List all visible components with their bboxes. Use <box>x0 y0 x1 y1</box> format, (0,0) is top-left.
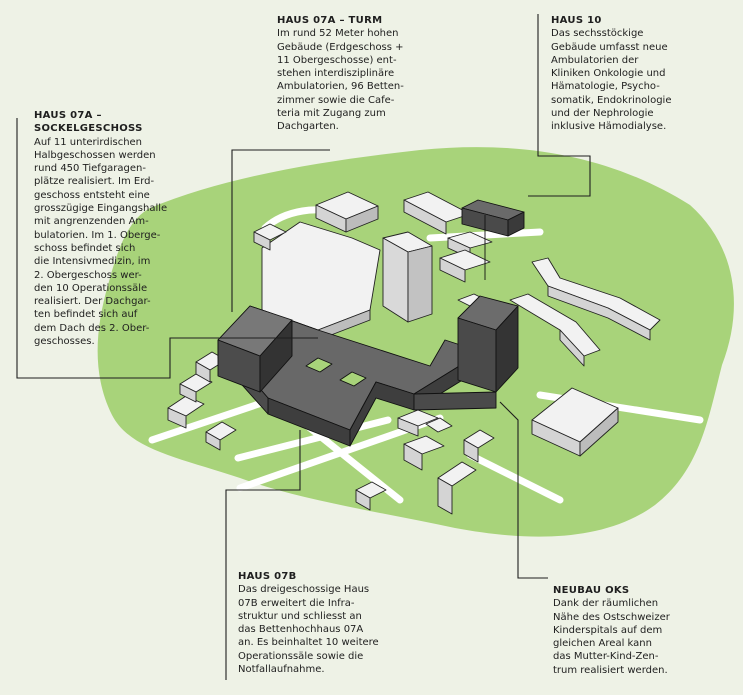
leader-sockel <box>16 118 318 379</box>
label-haus10-line: Das sechsstöckige <box>551 28 644 40</box>
label-haus07b-line: das Bettenhochhaus 07A <box>238 624 364 636</box>
label-haus10-line: und der Nephrologie <box>551 108 654 120</box>
leader-haus07b <box>225 430 301 680</box>
label-haus07b-line: Notfallaufnahme. <box>238 664 325 676</box>
label-haus-07a-sockel: HAUS 07A – SOCKELGESCHOSS Auf 11 unterir… <box>34 109 194 348</box>
label-sockel-line: den 10 Operationssäle <box>34 282 148 294</box>
label-oks-line: Kinderspitals auf dem <box>553 624 663 636</box>
label-sockel-line: 2. Obergeschoss wer- <box>34 269 142 281</box>
label-haus07b-line: Operationssäle sowie die <box>238 650 364 662</box>
new-buildings <box>217 199 525 447</box>
label-haus07b-line: Das dreigeschossige Haus <box>238 584 370 596</box>
label-sockel-line: ten befindet sich auf <box>34 309 138 321</box>
label-sockel-line: Auf 11 unterirdischen <box>34 136 143 148</box>
label-sockel-title: HAUS 07A – <box>34 110 102 121</box>
leader-turm <box>231 149 330 312</box>
label-sockel-line: mit angrenzenden Am- <box>34 216 149 228</box>
label-turm-line: stehen interdisziplinäre <box>277 68 395 80</box>
label-haus10-line: Ambulatorien der <box>551 54 639 66</box>
label-haus10-line: inklusive Hämodialyse. <box>551 121 667 133</box>
label-turm-line: Ambulatorien, 96 Betten- <box>277 81 404 93</box>
label-oks-line: gleichen Areal kann <box>553 638 652 650</box>
label-haus-07b: HAUS 07B Das dreigeschossige Haus 07B er… <box>238 570 438 676</box>
label-oks-line: trum realisiert werden. <box>553 664 668 676</box>
label-sockel-line: plätze realisiert. Im Erd- <box>34 176 155 188</box>
label-turm-line: teria mit Zugang zum <box>277 108 386 120</box>
leader-lines <box>16 14 591 680</box>
label-sockel-line: geschosses. <box>34 336 95 348</box>
label-haus07b-title: HAUS 07B <box>238 571 297 582</box>
label-haus07b-line: 07B erweitert die Infra- <box>238 597 355 609</box>
label-oks-line: Nähe des Ostschweizer <box>553 611 670 623</box>
label-neubau-oks: NEUBAU OKS Dank der räumlichen Nähe des … <box>553 584 738 677</box>
label-sockel-line: die Intensivmedizin, im <box>34 256 151 268</box>
label-sockel-line: rund 450 Tiefgaragen- <box>34 163 146 175</box>
label-sockel-line: Halbgeschossen werden <box>34 149 156 161</box>
label-turm-line: zimmer sowie die Cafe- <box>277 94 395 106</box>
label-oks-line: Dank der räumlichen <box>553 598 659 610</box>
label-sockel-line: grosszügige Eingangshalle <box>34 203 168 215</box>
label-turm-line: Dachgarten. <box>277 121 339 133</box>
label-haus-10: HAUS 10 Das sechsstöckige Gebäude umfass… <box>551 14 736 134</box>
leader-oks <box>499 401 548 579</box>
label-turm-line: 11 Obergeschosse) ent- <box>277 54 397 66</box>
label-sockel-line: dem Dach des 2. Ober- <box>34 322 150 334</box>
label-haus10-line: Hämatologie, Psycho- <box>551 81 660 93</box>
label-turm-line: Gebäude (Erdgeschoss + <box>277 41 404 53</box>
label-sockel-line: realisiert. Der Dachgar- <box>34 296 151 308</box>
label-haus10-line: Gebäude umfasst neue <box>551 41 668 53</box>
label-haus10-title: HAUS 10 <box>551 15 602 26</box>
label-sockel-line: schoss befindet sich <box>34 242 136 254</box>
label-turm-line: Im rund 52 Meter hohen <box>277 28 399 40</box>
label-turm-title: HAUS 07A – TURM <box>277 15 383 26</box>
label-oks-title: NEUBAU OKS <box>553 585 630 596</box>
label-sockel-line: geschoss entsteht eine <box>34 189 150 201</box>
label-sockel-title: SOCKELGESCHOSS <box>34 123 143 135</box>
label-sockel-line: bulatorien. Im 1. Oberge- <box>34 229 161 241</box>
label-haus07b-line: an. Es beinhaltet 10 weitere <box>238 637 379 649</box>
label-haus10-line: somatik, Endokrinologie <box>551 94 672 106</box>
label-oks-line: das Mutter-Kind-Zen- <box>553 651 659 663</box>
label-haus-07a-turm: HAUS 07A – TURM Im rund 52 Meter hohen G… <box>277 14 467 134</box>
leader-haus10 <box>528 14 591 197</box>
label-haus07b-line: struktur und schliesst an <box>238 610 362 622</box>
label-haus10-line: Kliniken Onkologie und <box>551 68 666 80</box>
